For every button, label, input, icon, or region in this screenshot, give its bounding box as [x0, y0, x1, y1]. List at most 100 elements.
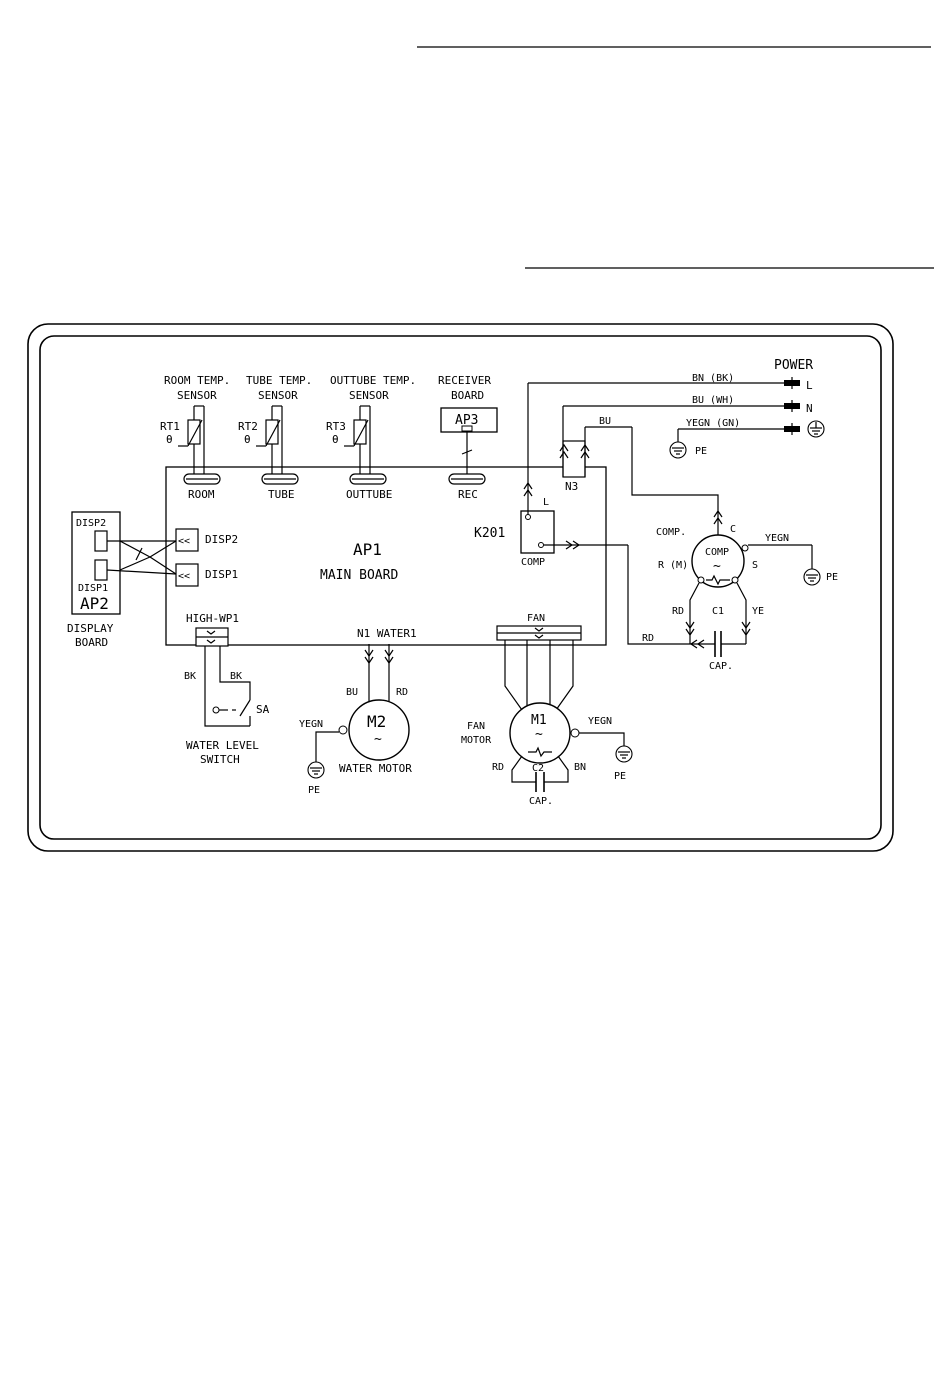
rd-m1-label: RD: [492, 762, 504, 773]
c2-label: C2: [532, 763, 544, 774]
receiver-title-1: RECEIVER: [438, 374, 491, 387]
conn-room-label: ROOM: [188, 488, 215, 501]
rt3-label: RT3: [326, 420, 346, 433]
main-board-label: MAIN BOARD: [320, 568, 398, 583]
frame-inner: [39, 335, 882, 840]
m1-label: M1: [531, 713, 547, 728]
comp-c-label: C: [730, 524, 736, 535]
ground-icon: [307, 761, 325, 779]
tube-sensor-title-2: SENSOR: [258, 389, 298, 402]
c1-label: C1: [712, 606, 724, 617]
n1-water1-label: N1 WATER1: [357, 627, 417, 640]
pe-comp-label: PE: [826, 572, 838, 583]
display-board-title-1: DISPLAY: [67, 622, 114, 635]
bk-left-label: BK: [184, 671, 196, 682]
bu-label: BU: [599, 416, 611, 427]
svg-text:<<: <<: [178, 571, 190, 582]
yegn-m2-label: YEGN: [299, 719, 323, 730]
fan-motor-title-2: MOTOR: [461, 735, 492, 746]
conn-tube-label: TUBE: [268, 488, 295, 501]
rt2-label: RT2: [238, 420, 258, 433]
sa-label: SA: [256, 703, 270, 716]
fan-motor-m1: [509, 702, 571, 764]
float-switch-sa: [212, 699, 251, 726]
disp1-ap2-label: DISP1: [78, 583, 108, 594]
wire-n-label: BU (WH): [692, 395, 734, 406]
pe-m1-label: PE: [614, 771, 626, 782]
capacitor-c1: [690, 631, 746, 657]
connector-high-wp1: [195, 627, 229, 647]
water-level-title-2: SWITCH: [200, 753, 240, 766]
frame-outer: [27, 323, 894, 852]
connector-tube: [261, 473, 299, 485]
rt2-theta: θ: [244, 433, 251, 446]
term-n-label: N: [806, 402, 813, 415]
n3-label: N3: [565, 480, 578, 493]
svg-text:<<: <<: [178, 536, 190, 547]
display-cable: [106, 540, 177, 575]
water-level-title-1: WATER LEVEL: [186, 739, 259, 752]
wire-l-label: BN (BK): [692, 373, 734, 384]
wire-rd-relay-cap: [627, 545, 690, 645]
rt1-theta: θ: [166, 433, 173, 446]
rd-m2-label: RD: [396, 687, 408, 698]
connector-disp2: <<: [175, 528, 199, 552]
comp-tilde: ~: [713, 559, 721, 574]
cap-c1-label: CAP.: [709, 661, 733, 672]
power-title: POWER: [774, 358, 813, 373]
fan-motor-title-1: FAN: [467, 721, 485, 732]
disp1-connector-label: DISP1: [205, 568, 238, 581]
connector-fan: [496, 625, 582, 641]
rd-c1-label: RD: [672, 606, 684, 617]
water-motor-m2: [348, 699, 410, 761]
thermistor-rt1: [178, 405, 205, 475]
ap3-label: AP3: [455, 413, 478, 428]
rd-relay-label: RD: [642, 633, 654, 644]
tube-sensor-title-1: TUBE TEMP.: [246, 374, 312, 387]
ap1-label: AP1: [353, 540, 382, 559]
ap3-port: [461, 425, 473, 432]
connector-disp1: <<: [175, 563, 199, 587]
receiver-title-2: BOARD: [451, 389, 484, 402]
conn-rec-label: REC: [458, 488, 478, 501]
water-motor-title: WATER MOTOR: [339, 762, 412, 775]
m2-label: M2: [367, 712, 386, 731]
bn-m1-label: BN: [574, 762, 586, 773]
relay-comp-label: COMP: [521, 557, 545, 568]
cap-c2-label: CAP.: [529, 796, 553, 807]
disp2-connector-label: DISP2: [205, 533, 238, 546]
earth-terminal-icon: [807, 420, 825, 438]
comp-yegn-label: YEGN: [765, 533, 789, 544]
rt3-theta: θ: [332, 433, 339, 446]
m2-tilde: ~: [374, 732, 382, 747]
relay-l-label: L: [543, 497, 549, 508]
ground-icon: [669, 441, 687, 459]
pe-m2-label: PE: [308, 785, 320, 796]
rt1-label: RT1: [160, 420, 180, 433]
conn-outtube-label: OUTTUBE: [346, 488, 392, 501]
m1-tilde: ~: [535, 727, 543, 742]
bk-right-label: BK: [230, 671, 242, 682]
ap2-label: AP2: [80, 594, 109, 613]
display-board-title-2: BOARD: [75, 636, 108, 649]
wire-gnd-label: YEGN (GN): [686, 418, 740, 429]
k201-label: K201: [474, 526, 505, 541]
term-l-label: L: [806, 379, 813, 392]
thermistor-rt2: [256, 405, 283, 475]
yegn-m1-label: YEGN: [588, 716, 612, 727]
main-board-ap1: [165, 466, 607, 646]
connector-room: [183, 473, 221, 485]
comp-title: COMP.: [656, 527, 686, 538]
comp-s-label: S: [752, 560, 758, 571]
connector-n3: [562, 440, 586, 478]
bu-m2-label: BU: [346, 687, 358, 698]
high-wp1-label: HIGH-WP1: [186, 612, 239, 625]
ground-icon: [803, 568, 821, 586]
capacitor-c2: [535, 772, 545, 792]
connector-outtube: [349, 473, 387, 485]
comp-motor-label: COMP: [705, 547, 729, 558]
ye-label: YE: [752, 606, 764, 617]
thermistor-rt3: [344, 405, 371, 475]
pe-power-label: PE: [695, 446, 707, 457]
